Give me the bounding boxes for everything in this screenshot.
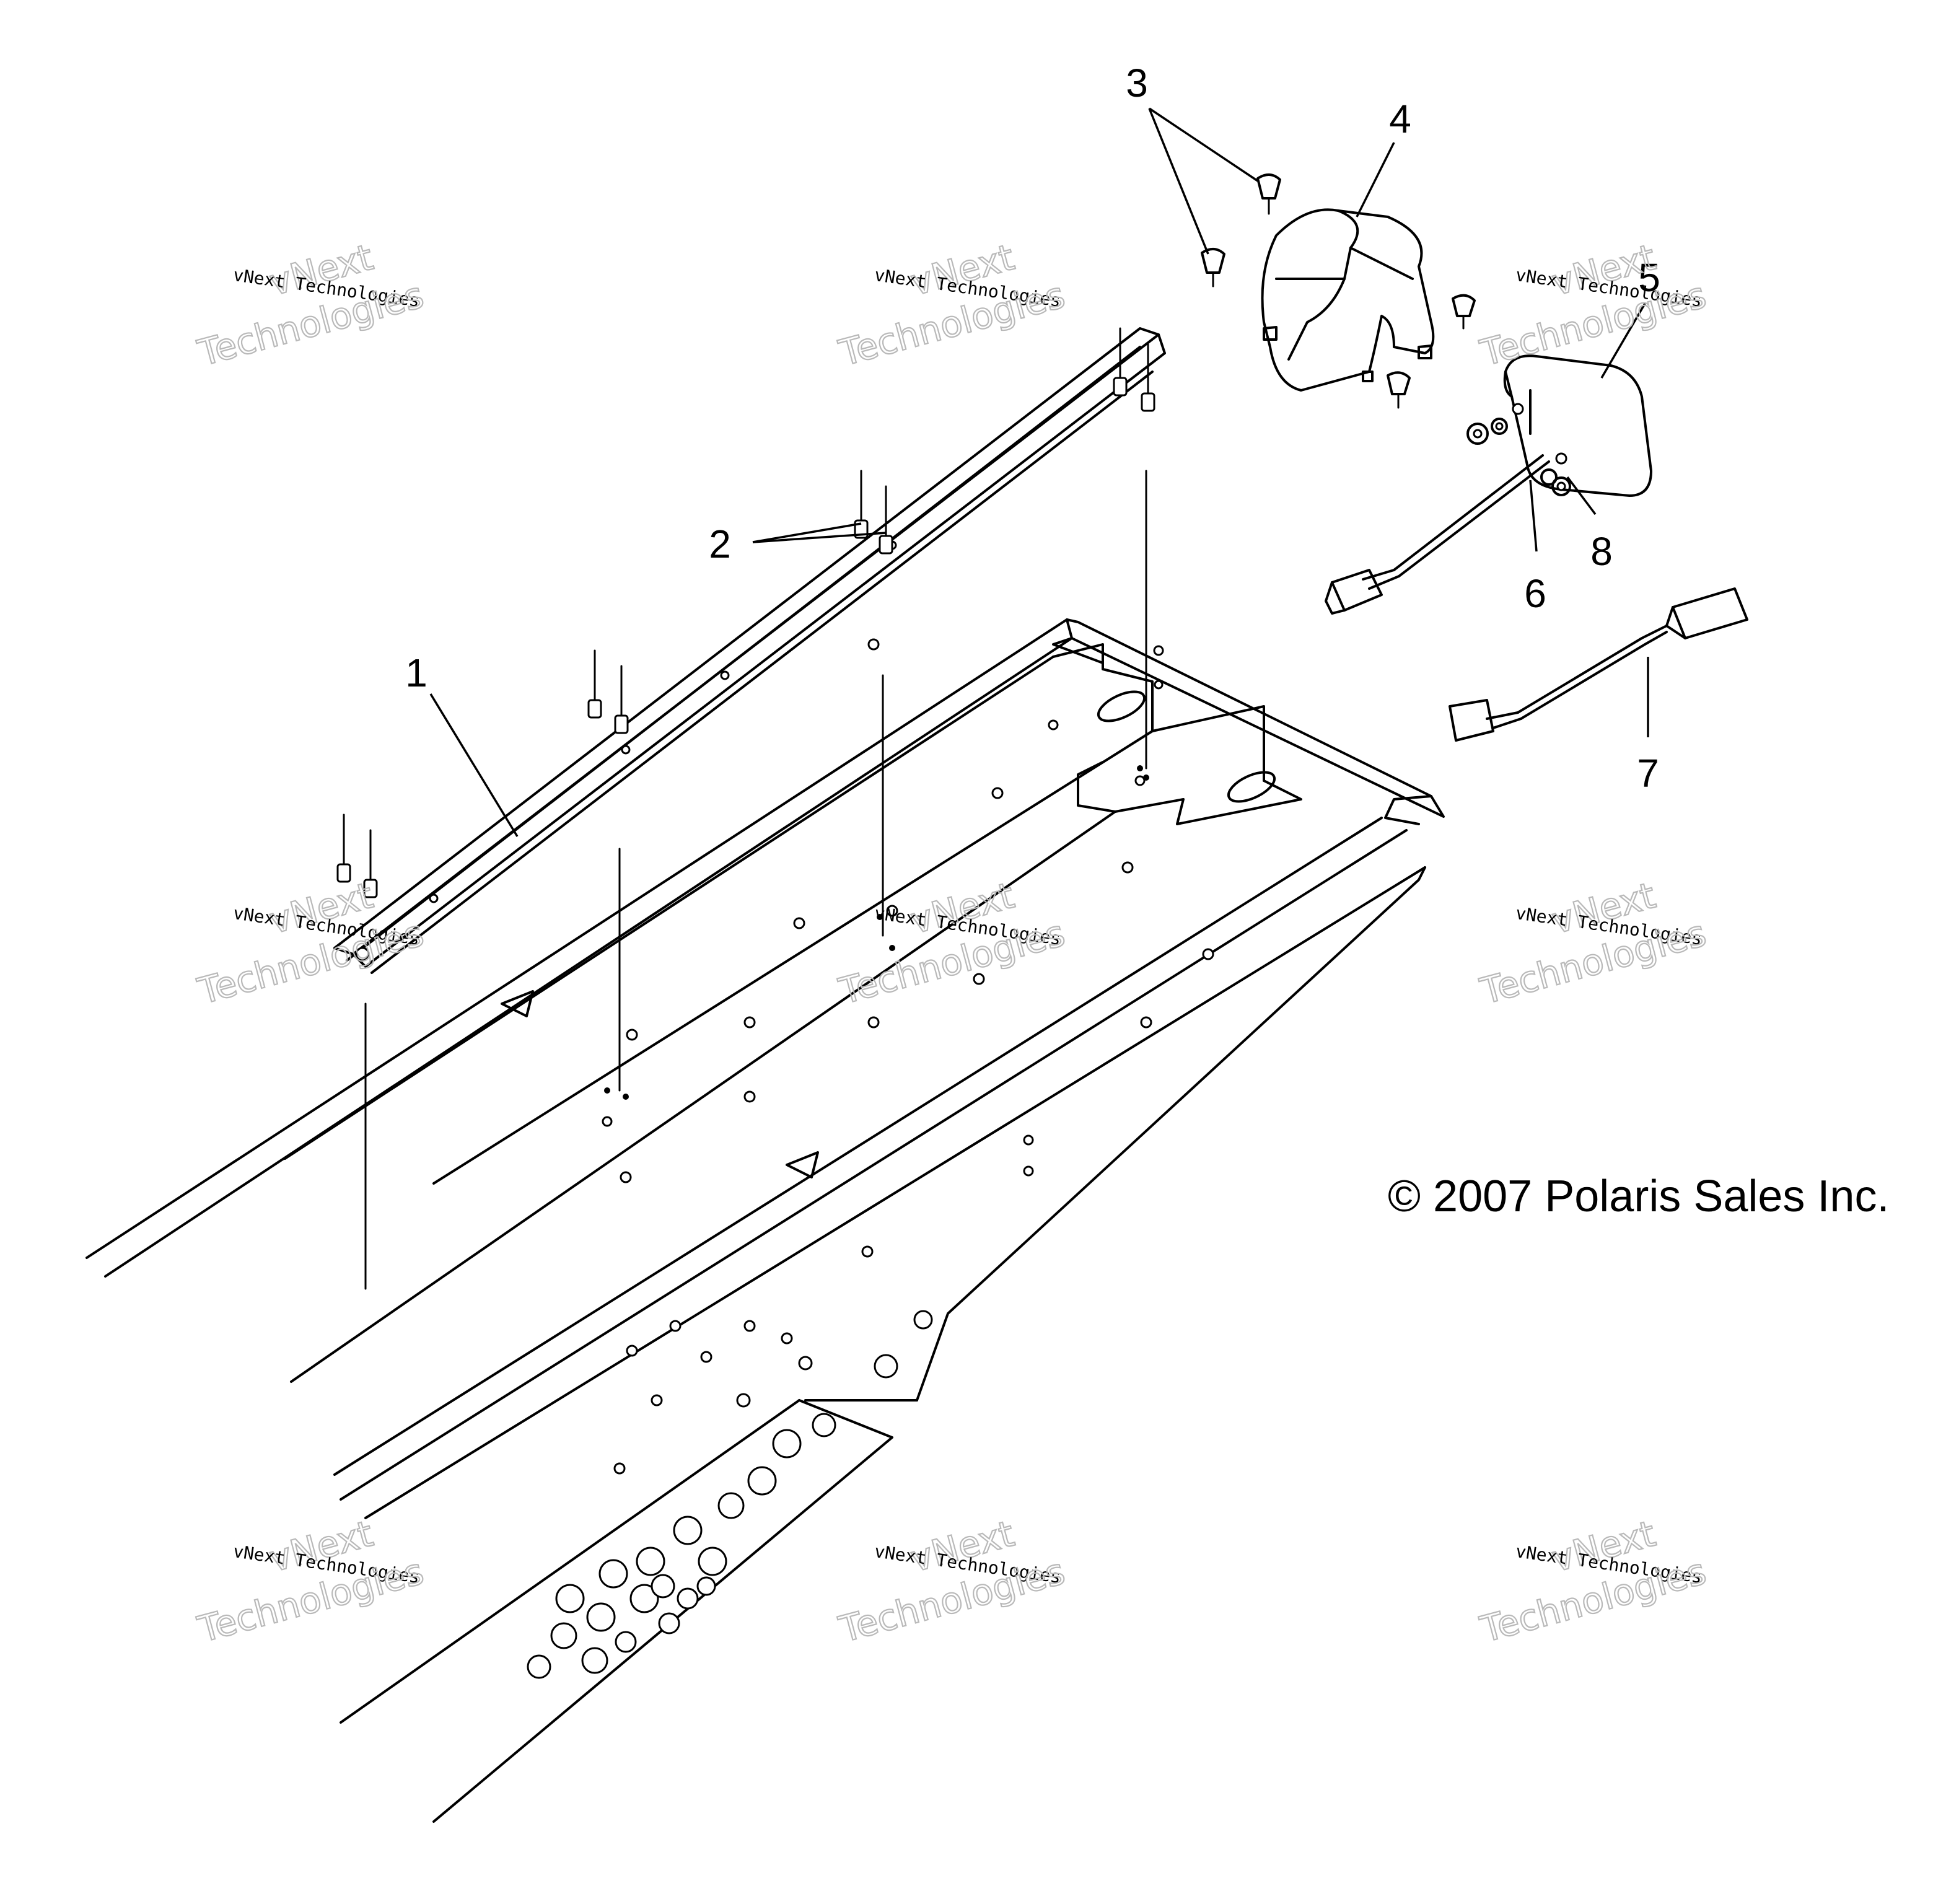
rivet-pairs [336, 327, 1155, 898]
part-4-cover [1261, 208, 1435, 392]
rivet-group-a [1113, 327, 1155, 412]
watermark-tile: vNext vNext Technologies Technologies [193, 874, 429, 1014]
callout-6: 6 [1524, 571, 1546, 616]
tunnel-holes [602, 638, 1214, 1258]
assembly-lines [364, 470, 1147, 1290]
callout-numbers: 1 2 3 4 5 6 7 8 [405, 61, 1660, 796]
copyright-text: © 2007 Polaris Sales Inc. [1388, 1172, 1889, 1221]
callout-2: 2 [709, 522, 731, 566]
push-rivets [1201, 173, 1476, 409]
part-1-rail [333, 327, 1166, 974]
callout-4: 4 [1389, 97, 1411, 141]
part-6-8-nuts [1466, 418, 1571, 496]
tunnel-assembly [85, 618, 1445, 1823]
callout-3: 3 [1126, 61, 1148, 105]
watermark-tile: vNext vNext Technologies Technologies [1475, 874, 1711, 1014]
rivet-group-d [336, 814, 378, 898]
taillight-harness [1325, 454, 1550, 615]
rivet-group-b [854, 470, 893, 555]
running-board-holes [527, 1310, 933, 1679]
watermark-tile: vNext vNext Technologies Technologies [1475, 235, 1711, 375]
part-5-taillight [1503, 354, 1652, 497]
watermark-tile: vNext vNext Technologies Technologies [1475, 1512, 1711, 1652]
callout-leaders [429, 107, 1649, 837]
watermark-tile: vNext vNext Technologies Technologies [193, 235, 429, 375]
rivet-group-c [587, 649, 629, 734]
callout-1: 1 [405, 651, 427, 695]
watermark-tile: vNext vNext Technologies Technologies [834, 874, 1070, 1014]
watermark-tile: vNext vNext Technologies Technologies [834, 235, 1070, 375]
watermark-tile: vNext vNext Technologies Technologies [193, 1512, 429, 1652]
part-7-harness [1449, 587, 1748, 742]
callout-7: 7 [1637, 751, 1659, 796]
watermarks: vNext vNext Technologies Technologies vN… [193, 235, 1711, 1652]
callout-5: 5 [1638, 255, 1660, 300]
callout-8: 8 [1590, 529, 1613, 574]
watermark-tile: vNext vNext Technologies Technologies [834, 1512, 1070, 1652]
